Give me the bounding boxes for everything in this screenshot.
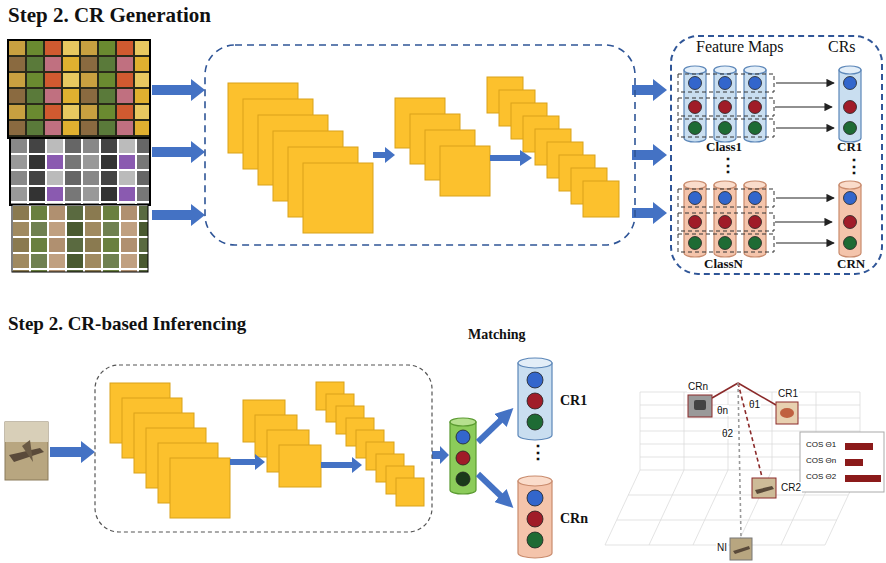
node-label: ClassN	[704, 257, 743, 271]
node-label: Class1	[706, 140, 742, 154]
ellipsis: ⋮	[529, 443, 547, 463]
cr-cylinder: CRN	[833, 175, 869, 273]
section-heading: Step 2. CR Generation	[8, 4, 211, 27]
ellipsis: ⋮	[719, 156, 737, 176]
node-label: CR1	[560, 393, 587, 408]
point-label: CR2	[780, 482, 802, 493]
feature-map-group: Class1	[678, 60, 774, 160]
node-heading: CRs	[828, 38, 856, 56]
cr-cylinder: CRn	[515, 473, 595, 561]
cr-cylinder: CR1	[833, 60, 869, 160]
point-label: CRn	[687, 381, 709, 392]
bar-label: COS Θ2	[805, 473, 837, 482]
stage-label: Matching	[468, 327, 526, 342]
feature-map-group: ClassN	[678, 175, 774, 273]
connector-arrow	[775, 221, 832, 222]
section-heading: Step 2. CR-based Inferencing	[8, 314, 246, 335]
node-label: CRn	[560, 511, 588, 526]
node-label: Feature Maps	[696, 38, 784, 56]
point-label: CR1	[777, 388, 799, 399]
node-label: CRN	[837, 257, 865, 271]
cr-cylinder: CR1	[515, 355, 595, 445]
node-label: CR1	[837, 140, 862, 154]
connector-arrow	[775, 106, 832, 107]
bar-label: COS Θn	[805, 457, 837, 466]
angle-label: θn	[716, 405, 729, 416]
feature-panel: Feature Maps CRsClass1 CR1ClassN CRN	[670, 35, 883, 275]
point-label: NI	[716, 542, 728, 553]
angle-label: θ2	[721, 428, 734, 439]
ellipsis: ⋮	[845, 157, 863, 177]
bar-label: COS Θ1	[805, 441, 837, 450]
angle-label: θ1	[748, 399, 761, 410]
